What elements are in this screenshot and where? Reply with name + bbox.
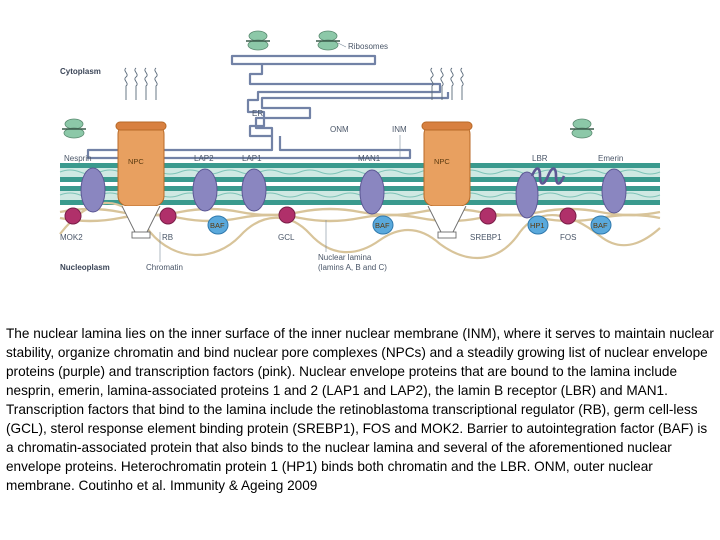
mok2-label: MOK2 (60, 233, 83, 242)
fos-label: FOS (560, 233, 576, 242)
rb-label: RB (162, 233, 173, 242)
man1-protein (359, 169, 385, 215)
gcl-label: GCL (278, 233, 295, 242)
ribosomes-label: Ribosomes (348, 42, 388, 51)
npc-left (115, 67, 167, 239)
lap2-protein (192, 168, 218, 212)
hp1-protein (527, 215, 549, 235)
ribosome (246, 30, 270, 51)
nucleoplasm-label: Nucleoplasm (60, 263, 110, 272)
man1-label: MAN1 (358, 154, 381, 163)
npc-right (421, 67, 473, 239)
npc-right-label: NPC (434, 157, 450, 166)
ribosome (62, 118, 86, 139)
nuclear-lamina-diagram: Cytoplasm Nucleoplasm Ribosomes ER ONM I… (59, 30, 661, 272)
npc-left-label: NPC (128, 157, 144, 166)
lamina-label-line1: Nuclear lamina (318, 253, 372, 262)
gcl-factor (278, 206, 296, 224)
nesprin-protein (80, 167, 106, 213)
baf-label-3: BAF (593, 221, 608, 230)
lap2-label: LAP2 (194, 154, 214, 163)
lamina-label-line2: (lamins A, B and C) (318, 263, 387, 272)
fos-factor (559, 207, 577, 225)
lap1-protein (241, 168, 267, 212)
baf-label-2: BAF (375, 221, 390, 230)
rb-factor (159, 207, 177, 225)
hp1-label: HP1 (530, 221, 545, 230)
lbr-protein (515, 167, 566, 219)
cytoplasm-label: Cytoplasm (60, 67, 101, 76)
nesprin-label: Nesprin (64, 154, 92, 163)
lap1-label: LAP1 (242, 154, 262, 163)
chromatin-label: Chromatin (146, 263, 183, 272)
emerin-protein (601, 168, 627, 214)
figure-caption: The nuclear lamina lies on the inner sur… (6, 326, 714, 493)
baf-protein-3 (590, 215, 612, 235)
lbr-label: LBR (532, 154, 548, 163)
onm-label: ONM (330, 125, 349, 134)
inm-label: INM (392, 125, 407, 134)
ribosome (316, 30, 340, 51)
baf-protein-1 (207, 215, 229, 235)
baf-protein-2 (372, 215, 394, 235)
endoplasmic-reticulum (86, 54, 450, 160)
emerin-label: Emerin (598, 154, 623, 163)
er-label: ER (252, 109, 263, 118)
mok2-factor (64, 207, 82, 225)
srebp1-label: SREBP1 (470, 233, 502, 242)
srebp1-factor (479, 207, 497, 225)
baf-label-1: BAF (210, 221, 225, 230)
ribosome (570, 118, 594, 139)
